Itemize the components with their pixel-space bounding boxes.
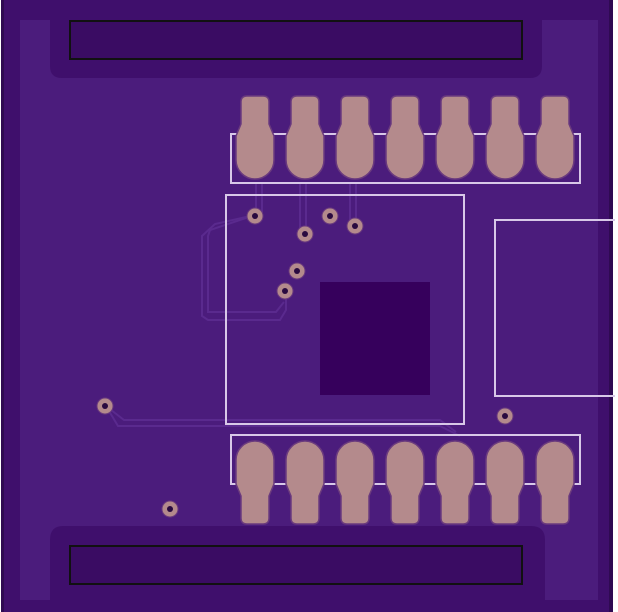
top-pad-1: [235, 95, 275, 180]
bottom-pad-5: [435, 440, 475, 525]
board-edge-right: [609, 0, 613, 612]
via-hole-2: [327, 213, 333, 219]
top-pad-7: [535, 95, 575, 180]
via-hole-3: [352, 223, 358, 229]
via-hole-7: [102, 403, 108, 409]
ic-outline: [225, 194, 465, 425]
bottom-pad-6: [485, 440, 525, 525]
bottom-pad-1: [235, 440, 275, 525]
bottom-pad-7: [535, 440, 575, 525]
bottom-connector-slot: [69, 545, 523, 585]
top-pad-row: [235, 95, 575, 180]
top-pad-5: [435, 95, 475, 180]
via-hole-6: [282, 288, 288, 294]
via-hole-5: [294, 268, 300, 274]
via-hole-4: [302, 231, 308, 237]
top-pad-4: [385, 95, 425, 180]
top-pad-3: [335, 95, 375, 180]
bottom-pad-row: [235, 440, 575, 525]
via-hole-1: [252, 213, 258, 219]
ic-thermal-pad: [320, 282, 430, 395]
top-connector-slot: [69, 20, 523, 60]
via-hole-8: [502, 413, 508, 419]
bottom-pad-3: [335, 440, 375, 525]
bottom-pad-2: [285, 440, 325, 525]
side-connector-outline: [494, 219, 615, 397]
top-pad-6: [485, 95, 525, 180]
board-edge-left: [1, 0, 4, 612]
bottom-pad-4: [385, 440, 425, 525]
top-pad-2: [285, 95, 325, 180]
via-group: [96, 207, 514, 518]
via-hole-9: [167, 506, 173, 512]
